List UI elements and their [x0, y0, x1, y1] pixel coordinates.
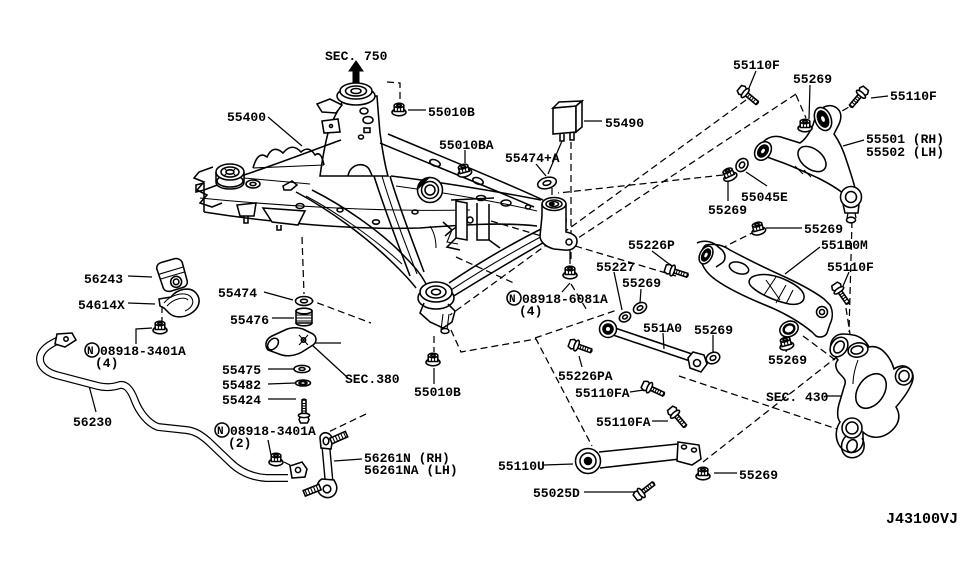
svg-text:N: N: [509, 294, 516, 306]
svg-text:55501 (RH): 55501 (RH): [866, 132, 944, 147]
svg-text:(4): (4): [519, 304, 542, 319]
svg-text:(4): (4): [95, 356, 118, 371]
svg-text:55269: 55269: [708, 203, 747, 218]
svg-text:55110U: 55110U: [498, 459, 545, 474]
svg-text:551B0M: 551B0M: [821, 238, 868, 253]
svg-text:55010B: 55010B: [428, 105, 475, 120]
svg-text:55227: 55227: [596, 260, 635, 275]
svg-text:56243: 56243: [84, 272, 123, 287]
svg-text:551A0: 551A0: [643, 321, 682, 336]
svg-text:55490: 55490: [605, 116, 644, 131]
svg-text:SEC. 750: SEC. 750: [325, 49, 388, 64]
svg-text:55400: 55400: [227, 110, 266, 125]
svg-text:08918-3401A: 08918-3401A: [230, 424, 316, 439]
svg-text:N: N: [87, 346, 94, 358]
svg-text:56261NA (LH): 56261NA (LH): [364, 463, 458, 478]
svg-text:55269: 55269: [694, 323, 733, 338]
svg-text:55110FA: 55110FA: [575, 386, 630, 401]
svg-text:55226P: 55226P: [628, 238, 675, 253]
svg-text:56230: 56230: [73, 415, 112, 430]
svg-text:55269: 55269: [793, 72, 832, 87]
svg-text:N: N: [217, 426, 224, 438]
svg-text:55110F: 55110F: [733, 58, 780, 73]
svg-text:55502 (LH): 55502 (LH): [866, 145, 944, 160]
svg-text:(2): (2): [228, 436, 251, 451]
svg-text:08918-3401A: 08918-3401A: [100, 344, 186, 359]
svg-text:55269: 55269: [622, 276, 661, 291]
svg-text:55424: 55424: [222, 393, 261, 408]
svg-text:55476: 55476: [230, 313, 269, 328]
svg-text:J43100VJ: J43100VJ: [886, 511, 958, 528]
svg-text:55269: 55269: [804, 222, 843, 237]
svg-text:55110F: 55110F: [890, 89, 937, 104]
svg-text:55482: 55482: [222, 378, 261, 393]
svg-text:55010B: 55010B: [414, 385, 461, 400]
svg-text:55226PA: 55226PA: [558, 369, 613, 384]
svg-text:SEC.380: SEC.380: [345, 372, 400, 387]
svg-text:55474: 55474: [218, 286, 257, 301]
svg-text:SEC. 430: SEC. 430: [766, 390, 829, 405]
svg-text:54614X: 54614X: [78, 298, 125, 313]
svg-text:55269: 55269: [739, 468, 778, 483]
svg-text:55474+A: 55474+A: [505, 151, 560, 166]
svg-text:55269: 55269: [768, 353, 807, 368]
svg-text:56261N (RH): 56261N (RH): [364, 451, 450, 466]
svg-text:55110FA: 55110FA: [596, 415, 651, 430]
svg-text:55010BA: 55010BA: [439, 138, 494, 153]
svg-text:55045E: 55045E: [741, 190, 788, 205]
svg-text:55475: 55475: [222, 363, 261, 378]
svg-text:08918-6081A: 08918-6081A: [522, 292, 608, 307]
svg-text:55025D: 55025D: [533, 486, 580, 501]
